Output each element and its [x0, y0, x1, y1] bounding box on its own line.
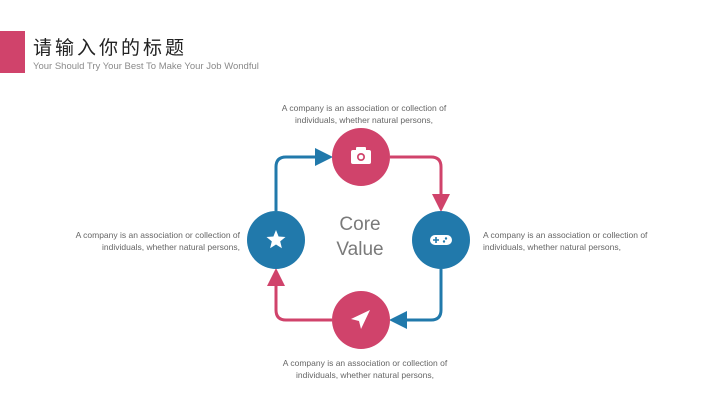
desc-line: individuals, whether natural persons,	[296, 370, 434, 380]
connector-top-to-right	[390, 155, 450, 212]
desc-line: A company is an association or collectio…	[483, 230, 648, 240]
connector-right-to-bottom	[389, 269, 443, 329]
desc-line: A company is an association or collectio…	[281, 103, 447, 113]
desc-line: A company is an association or collectio…	[75, 230, 240, 240]
node-left-description: A company is an association or collectio…	[38, 229, 240, 253]
desc-line: A company is an association or collectio…	[282, 358, 448, 368]
core-value-line2: Value	[336, 239, 384, 260]
star-icon	[266, 230, 286, 249]
gamepad-icon	[430, 235, 452, 245]
connector-left-to-top	[274, 148, 333, 211]
navigation-arrow-icon	[351, 310, 370, 329]
title-accent-bar	[0, 31, 25, 73]
node-top	[332, 128, 390, 186]
node-top-description: A company is an association or collectio…	[250, 102, 478, 126]
page-title: 请输入你的标题	[33, 37, 188, 59]
core-value-label: Core Value	[300, 212, 420, 262]
connector-bottom-to-left	[267, 268, 332, 322]
desc-line: individuals, whether natural persons,	[483, 242, 621, 252]
node-left	[247, 211, 305, 269]
core-value-line1: Core	[339, 214, 381, 235]
node-right	[412, 211, 470, 269]
desc-line: individuals, whether natural persons,	[102, 242, 240, 252]
node-bottom-description: A company is an association or collectio…	[251, 357, 479, 381]
node-bottom	[332, 291, 390, 349]
desc-line: individuals, whether natural persons,	[295, 115, 433, 125]
node-right-description: A company is an association or collectio…	[483, 229, 683, 253]
camera-icon	[351, 147, 371, 164]
page-subtitle: Your Should Try Your Best To Make Your J…	[33, 61, 259, 72]
